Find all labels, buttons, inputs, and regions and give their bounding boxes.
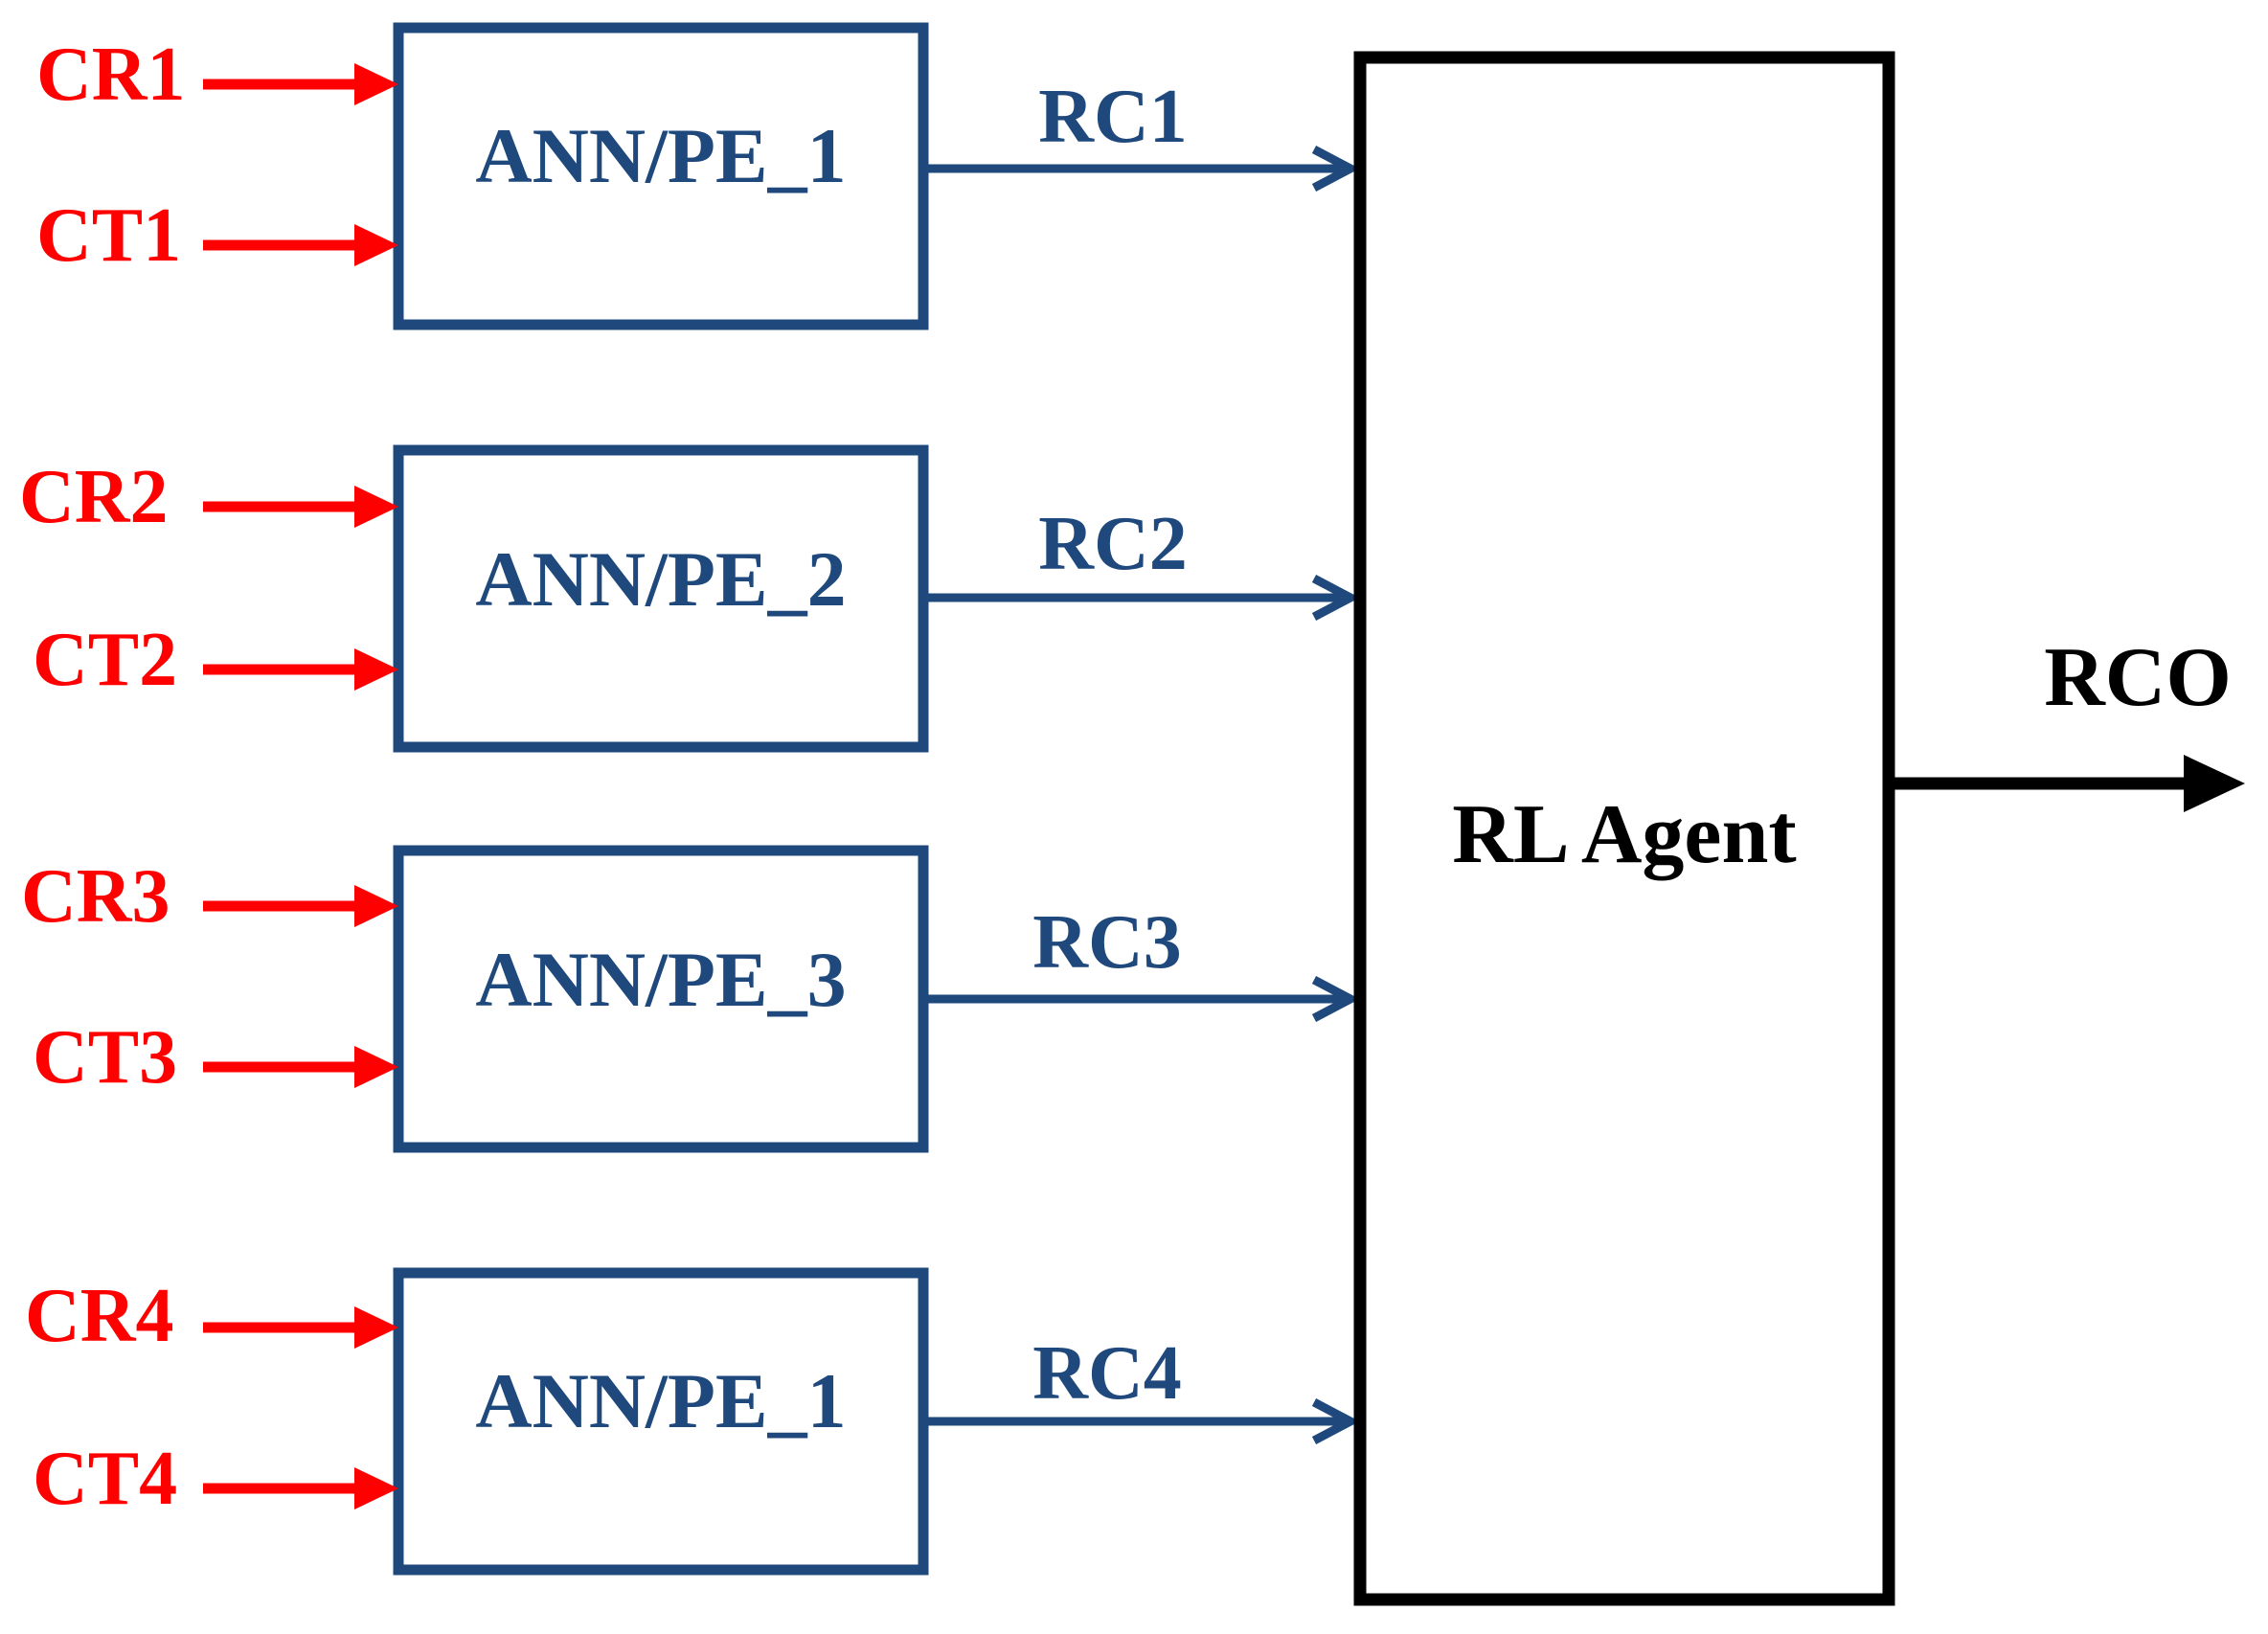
input-ct1-label: CT1: [36, 193, 181, 278]
input-cr4-label: CR4: [25, 1274, 174, 1358]
input-ct4-label: CT4: [33, 1437, 177, 1521]
input-ct3-arrowhead: [354, 1046, 398, 1088]
output-rco-label: RCO: [2044, 631, 2232, 724]
output-rc3-arrowhead: [1311, 976, 1360, 1022]
output-rc4-arrowhead: [1311, 1398, 1360, 1444]
rl-agent-box: [1353, 51, 1895, 1606]
module-4: ANN/PE_1 CR4 CT4 RC4: [25, 1267, 1360, 1576]
input-ct1-arrowhead: [354, 224, 398, 266]
input-cr3-label: CR3: [21, 854, 170, 939]
input-ct2-arrowhead: [354, 648, 398, 691]
input-cr2-arrowhead: [354, 486, 398, 528]
module-2-label: ANN/PE_2: [475, 535, 846, 623]
system-output: RCO: [1889, 631, 2245, 812]
output-rc3-label: RC3: [1032, 900, 1182, 985]
input-cr1-arrowhead: [354, 63, 398, 105]
input-cr4-arrowhead: [354, 1306, 398, 1349]
rl-agent-label: RL Agent: [1452, 788, 1796, 881]
input-cr2-label: CR2: [19, 455, 169, 539]
output-rco-arrowhead: [2184, 755, 2245, 812]
input-ct3-label: CT3: [33, 1015, 177, 1100]
module-4-label: ANN/PE_1: [475, 1357, 846, 1444]
output-rc1-label: RC1: [1038, 75, 1188, 159]
output-rc1-arrowhead: [1311, 146, 1360, 192]
module-2: ANN/PE_2 CR2 CT2 RC2: [19, 444, 1360, 753]
module-1-label: ANN/PE_1: [475, 112, 846, 199]
module-1-box: [393, 22, 929, 330]
module-3: ANN/PE_3 CR3 CT3 RC3: [21, 845, 1360, 1153]
rl-agent: RL Agent: [1353, 51, 1895, 1606]
module-1: ANN/PE_1 CR1 CT1 RC1: [36, 22, 1360, 330]
input-ct4-arrowhead: [354, 1467, 398, 1509]
input-ct2-label: CT2: [33, 618, 177, 702]
module-3-label: ANN/PE_3: [475, 936, 846, 1023]
output-rc2-arrowhead: [1311, 575, 1360, 621]
input-cr1-label: CR1: [36, 33, 186, 117]
output-rc4-label: RC4: [1032, 1331, 1182, 1416]
output-rc2-label: RC2: [1038, 502, 1188, 586]
input-cr3-arrowhead: [354, 885, 398, 927]
